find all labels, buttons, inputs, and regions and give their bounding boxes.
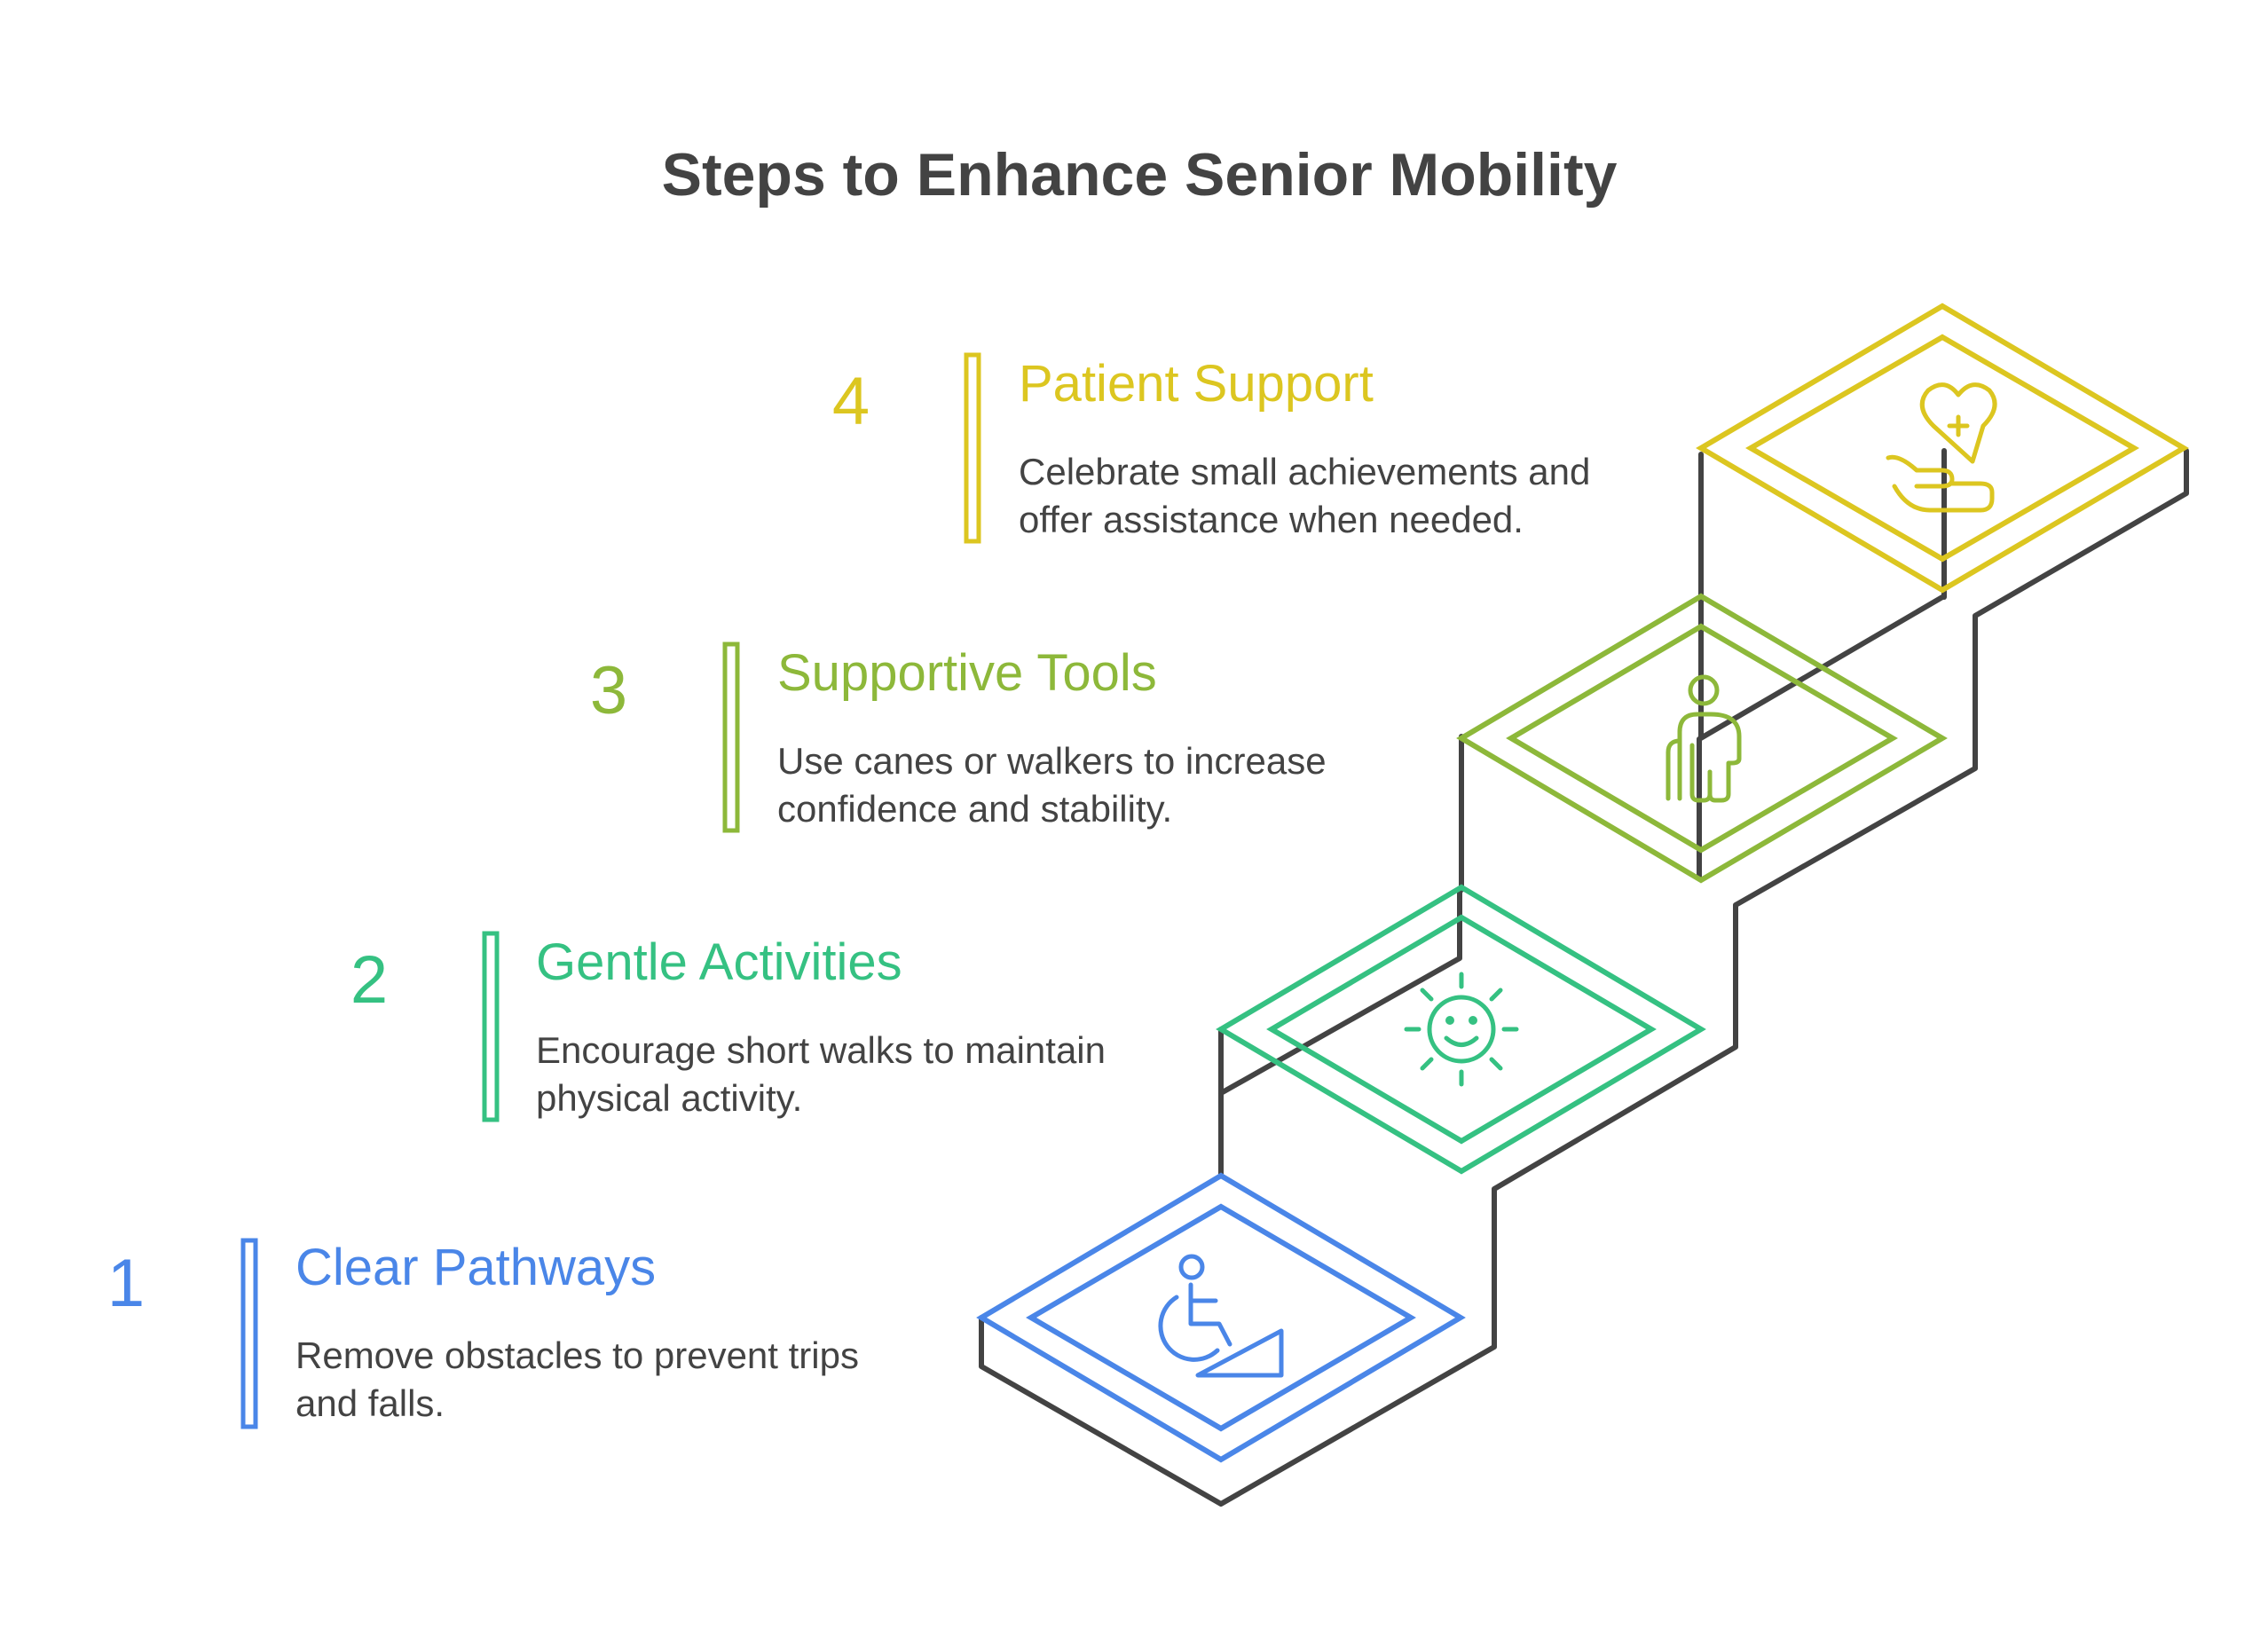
step-1: 1 Clear Pathways Remove obstacles to pre… bbox=[107, 1238, 859, 1429]
step-3: 3 Supportive Tools Use canes or walkers … bbox=[590, 641, 1327, 833]
step-1-bar bbox=[240, 1238, 258, 1429]
step3-platform bbox=[1456, 593, 1948, 884]
step-4-desc-line2: offer assistance when needed. bbox=[1019, 499, 1524, 540]
step-4-number: 4 bbox=[832, 364, 870, 439]
step-3-bar bbox=[722, 641, 740, 833]
step-4-desc-line1: Celebrate small achievements and bbox=[1019, 451, 1590, 492]
step2-platform bbox=[1216, 884, 1706, 1175]
step1-platform bbox=[976, 1172, 1466, 1463]
step-2-title: Gentle Activities bbox=[536, 933, 902, 991]
page-title: Steps to Enhance Senior Mobility bbox=[662, 141, 1618, 209]
step-4: 4 Patient Support Celebrate small achiev… bbox=[832, 352, 1590, 544]
wheelchair-ramp-icon bbox=[1158, 1254, 1284, 1378]
heart-in-hand-icon bbox=[1886, 382, 1997, 513]
step-2-number: 2 bbox=[350, 942, 388, 1018]
step-1-desc-line2: and falls. bbox=[295, 1382, 445, 1424]
step4-platform bbox=[1696, 303, 2189, 594]
step-3-desc-line1: Use canes or walkers to increase bbox=[777, 740, 1327, 782]
smiling-sun-icon bbox=[1404, 972, 1519, 1087]
step-3-desc-line2: confidence and stability. bbox=[777, 788, 1172, 830]
step-4-bar bbox=[964, 352, 981, 544]
step-2-desc-line2: physical activity. bbox=[536, 1077, 802, 1119]
staircase-outline bbox=[979, 448, 2189, 1507]
step-2-bar bbox=[482, 931, 500, 1122]
step-2-desc-line1: Encourage short walks to maintain bbox=[536, 1029, 1106, 1071]
step-2: 2 Gentle Activities Encourage short walk… bbox=[350, 931, 1106, 1122]
person-with-cane-icon bbox=[1666, 674, 1742, 803]
step-3-title: Supportive Tools bbox=[777, 644, 1157, 702]
step-1-number: 1 bbox=[107, 1246, 145, 1321]
step-1-desc-line1: Remove obstacles to prevent trips bbox=[295, 1334, 859, 1376]
step-4-title: Patient Support bbox=[1019, 355, 1374, 413]
step-1-title: Clear Pathways bbox=[295, 1239, 656, 1296]
step-3-number: 3 bbox=[590, 653, 627, 728]
